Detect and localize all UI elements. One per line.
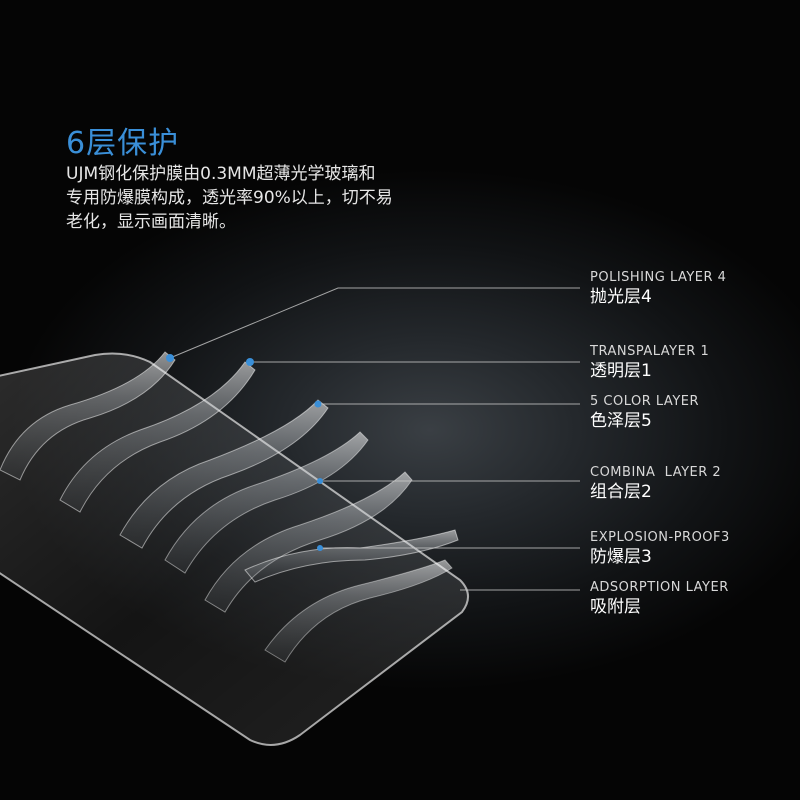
section-title: 6层保护 <box>66 126 180 161</box>
film-layer-shape <box>59 361 256 513</box>
marker-dot <box>314 400 322 408</box>
description-line: 老化，显示画面清晰。 <box>66 212 236 232</box>
film-layer-shape <box>244 529 459 583</box>
layer-label-polishing: POLISHING LAYER 4 抛光层4 <box>590 270 726 308</box>
layer-label-cn: 吸附层 <box>590 597 641 617</box>
marker-dot <box>317 478 323 484</box>
layer-label-adsorption: ADSORPTION LAYER 吸附层 <box>590 580 729 618</box>
layer-label-cn: 防爆层3 <box>590 547 652 567</box>
layer-label-transparent: TRANSPALAYER 1 透明层1 <box>590 344 709 382</box>
marker-dot <box>166 354 174 362</box>
layer-label-en: TRANSPALAYER 1 <box>590 344 710 359</box>
layer-label-cn: 色泽层5 <box>590 411 652 431</box>
layer-label-color: 5 COLOR LAYER 色泽层5 <box>590 394 699 432</box>
layer-label-en: COMBINA LAYER 2 <box>590 465 722 480</box>
layer-label-cn: 透明层1 <box>590 361 652 381</box>
leader-line-polishing <box>169 287 580 359</box>
layer-label-cn: 组合层2 <box>590 482 652 502</box>
marker-dots <box>166 354 323 551</box>
layer-label-explosion: EXPLOSION-PROOF3 防爆层3 <box>590 530 730 568</box>
layer-label-en: ADSORPTION LAYER <box>590 580 729 595</box>
film-layer-shape <box>164 431 369 574</box>
layer-label-cn: 抛光层4 <box>590 287 652 307</box>
leader-lines <box>169 287 580 591</box>
layer-label-en: EXPLOSION-PROOF3 <box>590 530 730 545</box>
description-line: UJM钢化保护膜由0.3MM超薄光学玻璃和 <box>66 164 376 184</box>
layer-label-en: POLISHING LAYER 4 <box>590 270 727 285</box>
layer-label-en: 5 COLOR LAYER <box>590 394 700 409</box>
marker-dot <box>246 358 254 366</box>
film-layer-shape <box>0 351 176 481</box>
layer-label-combina: COMBINA LAYER 2 组合层2 <box>590 465 721 503</box>
description-line: 专用防爆膜构成，透光率90%以上，切不易 <box>66 188 393 208</box>
film-layers <box>0 351 459 663</box>
section-description: UJM钢化保护膜由0.3MM超薄光学玻璃和 专用防爆膜构成，透光率90%以上，切… <box>66 162 466 234</box>
marker-dot <box>317 545 323 551</box>
film-layer-shape <box>264 559 453 663</box>
